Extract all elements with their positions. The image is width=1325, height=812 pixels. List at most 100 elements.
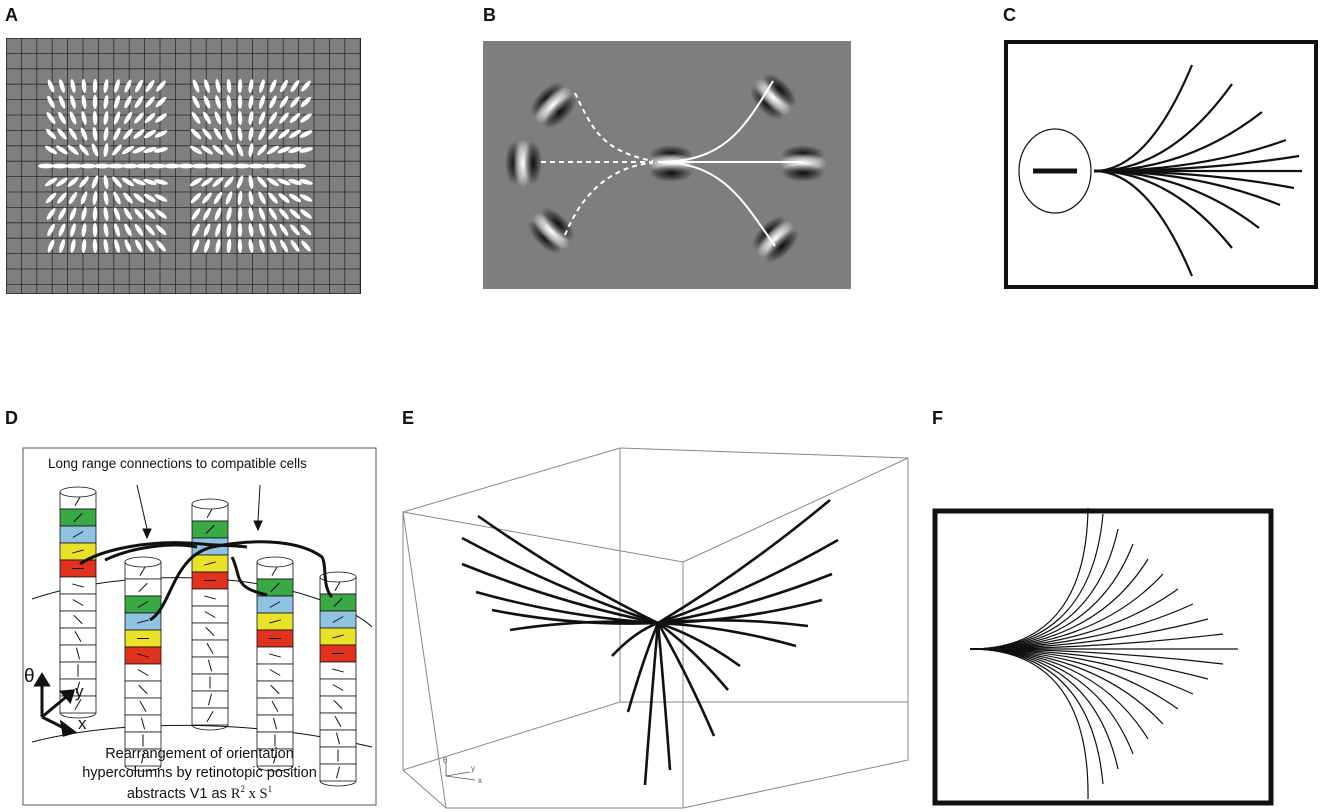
orientation-mark (144, 208, 156, 220)
column-top (59, 486, 97, 498)
orientation-mark (136, 163, 152, 169)
orientation-mark (66, 163, 82, 169)
orientation-mark (288, 146, 302, 154)
orientation-mark (226, 79, 232, 93)
orientation-mark (258, 111, 266, 125)
orientation-mark (266, 177, 280, 187)
orientation-mark (237, 191, 243, 205)
orientation-mark (92, 207, 98, 221)
orientation-mark (92, 95, 98, 109)
orientation-mark (189, 145, 203, 155)
orientation-tick (332, 684, 344, 691)
orientation-mark (236, 175, 244, 189)
panel-b-gabor-association (483, 41, 851, 289)
caption-line-3: abstracts V1 as R2 x S1 (22, 784, 377, 803)
orientation-mark (192, 223, 200, 237)
orientation-mark (58, 95, 66, 109)
gabor-patch (751, 215, 799, 263)
orientation-mark (269, 223, 277, 237)
orientation-tick (332, 634, 344, 639)
orientation-mark (103, 239, 109, 253)
orientation-mark (226, 207, 232, 221)
panel-label-e: E (402, 408, 415, 428)
orientation-tick (271, 701, 279, 712)
orientation-mark (103, 143, 109, 157)
orientation-mark (81, 111, 87, 125)
orientation-mark (290, 96, 300, 108)
orientation-mark (156, 240, 166, 252)
orientation-tick (335, 766, 341, 779)
orientation-mark (124, 79, 132, 93)
orientation-tick (72, 531, 84, 538)
orientation-mark (248, 111, 254, 125)
column-top (319, 571, 357, 583)
orientation-mark (248, 79, 254, 93)
orientation-marks (38, 79, 313, 253)
orientation-mark (237, 239, 243, 253)
orientation-mark (114, 95, 120, 109)
orientation-mark (69, 207, 77, 221)
orientation-mark (47, 223, 55, 237)
orientation-mark (204, 79, 210, 93)
orientation-tick (332, 616, 344, 623)
orientation-tick (334, 716, 342, 727)
orientation-mark (92, 239, 98, 253)
orientation-mark (46, 208, 56, 220)
orientation-tick (72, 583, 84, 588)
long-range-connections (79, 540, 334, 622)
orientation-mark (288, 193, 302, 203)
orientation-mark (280, 79, 288, 93)
orientation-mark (237, 223, 243, 237)
orientation-mark (268, 192, 278, 204)
orientation-mark (143, 146, 157, 154)
orientation-mark (145, 96, 155, 108)
lifted-curve (657, 621, 797, 648)
orientation-tick (204, 611, 216, 618)
integral-curves (1093, 64, 1302, 277)
panel-f-frame (932, 508, 1274, 806)
panel-label-d: D (5, 408, 18, 428)
orientation-mark (56, 145, 68, 155)
orientation-tick (140, 751, 146, 764)
orientation-mark (277, 146, 291, 154)
orientation-mark (80, 127, 88, 141)
orientation-tick (138, 582, 148, 593)
gabor-patch (779, 145, 827, 182)
orientation-mark (288, 178, 302, 186)
orientation-mark (258, 207, 266, 221)
orientation-mark (257, 176, 267, 188)
orientation-mark (45, 192, 57, 204)
orientation-mark (92, 127, 98, 141)
lifted-curve (643, 622, 660, 786)
orientation-mark (103, 207, 109, 221)
orientation-mark (203, 207, 211, 221)
orientation-mark (301, 80, 311, 92)
orientation-mark (280, 239, 288, 253)
lifted-curve (657, 572, 833, 625)
orientation-mark (192, 239, 200, 253)
orientation-columns (59, 486, 357, 787)
orientation-mark (103, 191, 109, 205)
orientation-mark (268, 111, 278, 125)
orientation-mark (135, 239, 143, 253)
orientation-mark (155, 209, 167, 219)
orientation-mark (300, 224, 312, 236)
orientation-mark (259, 239, 265, 253)
lifted-curve (461, 536, 659, 625)
orientation-mark (277, 178, 291, 186)
orientation-mark (189, 177, 203, 187)
orientation-mark (81, 223, 87, 237)
panel-label-b: B (483, 5, 496, 25)
orientation-mark (144, 112, 156, 124)
orientation-mark (79, 176, 89, 188)
orientation-mark (299, 130, 313, 138)
orientation-mark (290, 224, 300, 236)
orientation-mark (80, 191, 88, 205)
lifted-curve (656, 622, 672, 771)
orientation-mark (191, 208, 201, 220)
caption-line-2: hypercolumns by retinotopic position (82, 765, 317, 781)
formula-r-squared-s1: R2 x S1 (231, 784, 272, 802)
axis-y-label: y (75, 682, 84, 701)
orientation-tick (73, 614, 83, 625)
orientation-column (319, 571, 357, 787)
